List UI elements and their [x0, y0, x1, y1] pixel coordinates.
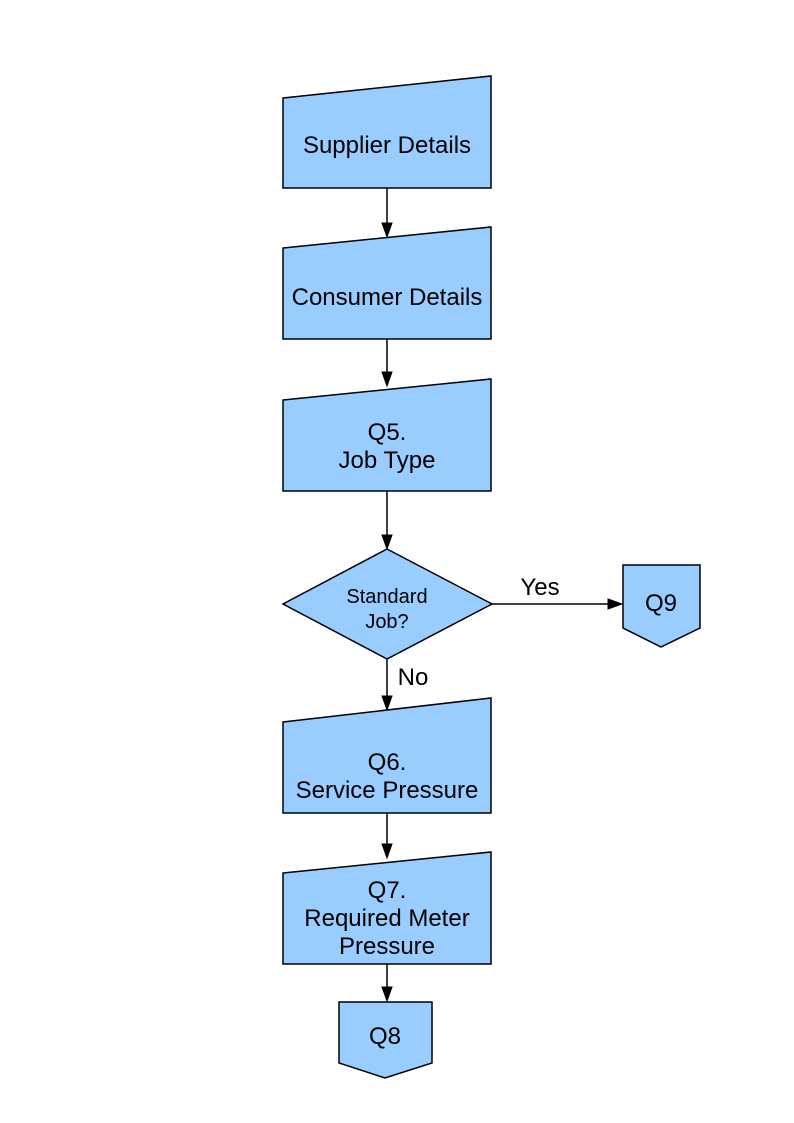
arrowhead-down-icon — [381, 534, 393, 551]
node-label-line2: Job? — [365, 611, 408, 633]
arrowhead-down-icon — [381, 371, 393, 388]
node-label-line1: Q5. — [368, 419, 407, 446]
arrowhead-down-icon — [381, 986, 393, 1003]
node-label-line2: Service Pressure — [296, 777, 479, 804]
node-label-line1: Standard — [346, 586, 427, 608]
node-label-line2: Required Meter — [304, 905, 469, 932]
node-label: Consumer Details — [292, 284, 483, 311]
node-q6-service-pressure: Q6. Service Pressure — [282, 697, 492, 814]
node-label-line3: Pressure — [339, 933, 435, 960]
node-q8-connector: Q8 — [338, 1001, 433, 1079]
edge-label-no: No — [398, 664, 429, 691]
connector-decision-q6-no: No — [381, 659, 429, 712]
off-page-connector-shape — [622, 564, 701, 648]
arrowhead-right-icon — [607, 598, 624, 610]
manual-input-shape — [282, 697, 492, 814]
manual-input-shape — [282, 378, 492, 492]
node-q5-job-type: Q5. Job Type — [282, 378, 492, 492]
arrowhead-down-icon — [381, 222, 393, 239]
manual-input-shape — [282, 851, 492, 965]
arrowhead-down-icon — [381, 695, 393, 712]
node-q9-connector: Q9 — [622, 564, 701, 648]
connector-consumer-q5 — [381, 339, 393, 388]
manual-input-shape — [282, 75, 492, 189]
node-consumer-details: Consumer Details — [282, 226, 492, 340]
node-standard-job-decision: Standard Job? — [281, 548, 494, 660]
node-q7-required-meter-pressure: Q7. Required Meter Pressure — [282, 851, 492, 965]
node-label: Q8 — [369, 1023, 401, 1050]
arrowhead-down-icon — [381, 843, 393, 860]
node-supplier-details: Supplier Details — [282, 75, 492, 189]
node-label-line1: Q6. — [368, 749, 407, 776]
node-label: Q9 — [645, 590, 677, 617]
off-page-connector-shape — [338, 1001, 433, 1079]
connector-decision-q9-yes: Yes — [492, 574, 624, 610]
connector-q7-q8 — [381, 964, 393, 1003]
connector-q6-q7 — [381, 813, 393, 860]
node-label: Supplier Details — [303, 132, 471, 159]
edge-label-yes: Yes — [520, 574, 559, 601]
node-label-line2: Job Type — [339, 447, 436, 474]
connector-supplier-consumer — [381, 188, 393, 239]
connector-q5-decision — [381, 491, 393, 551]
manual-input-shape — [282, 226, 492, 340]
node-label-line1: Q7. — [368, 877, 407, 904]
